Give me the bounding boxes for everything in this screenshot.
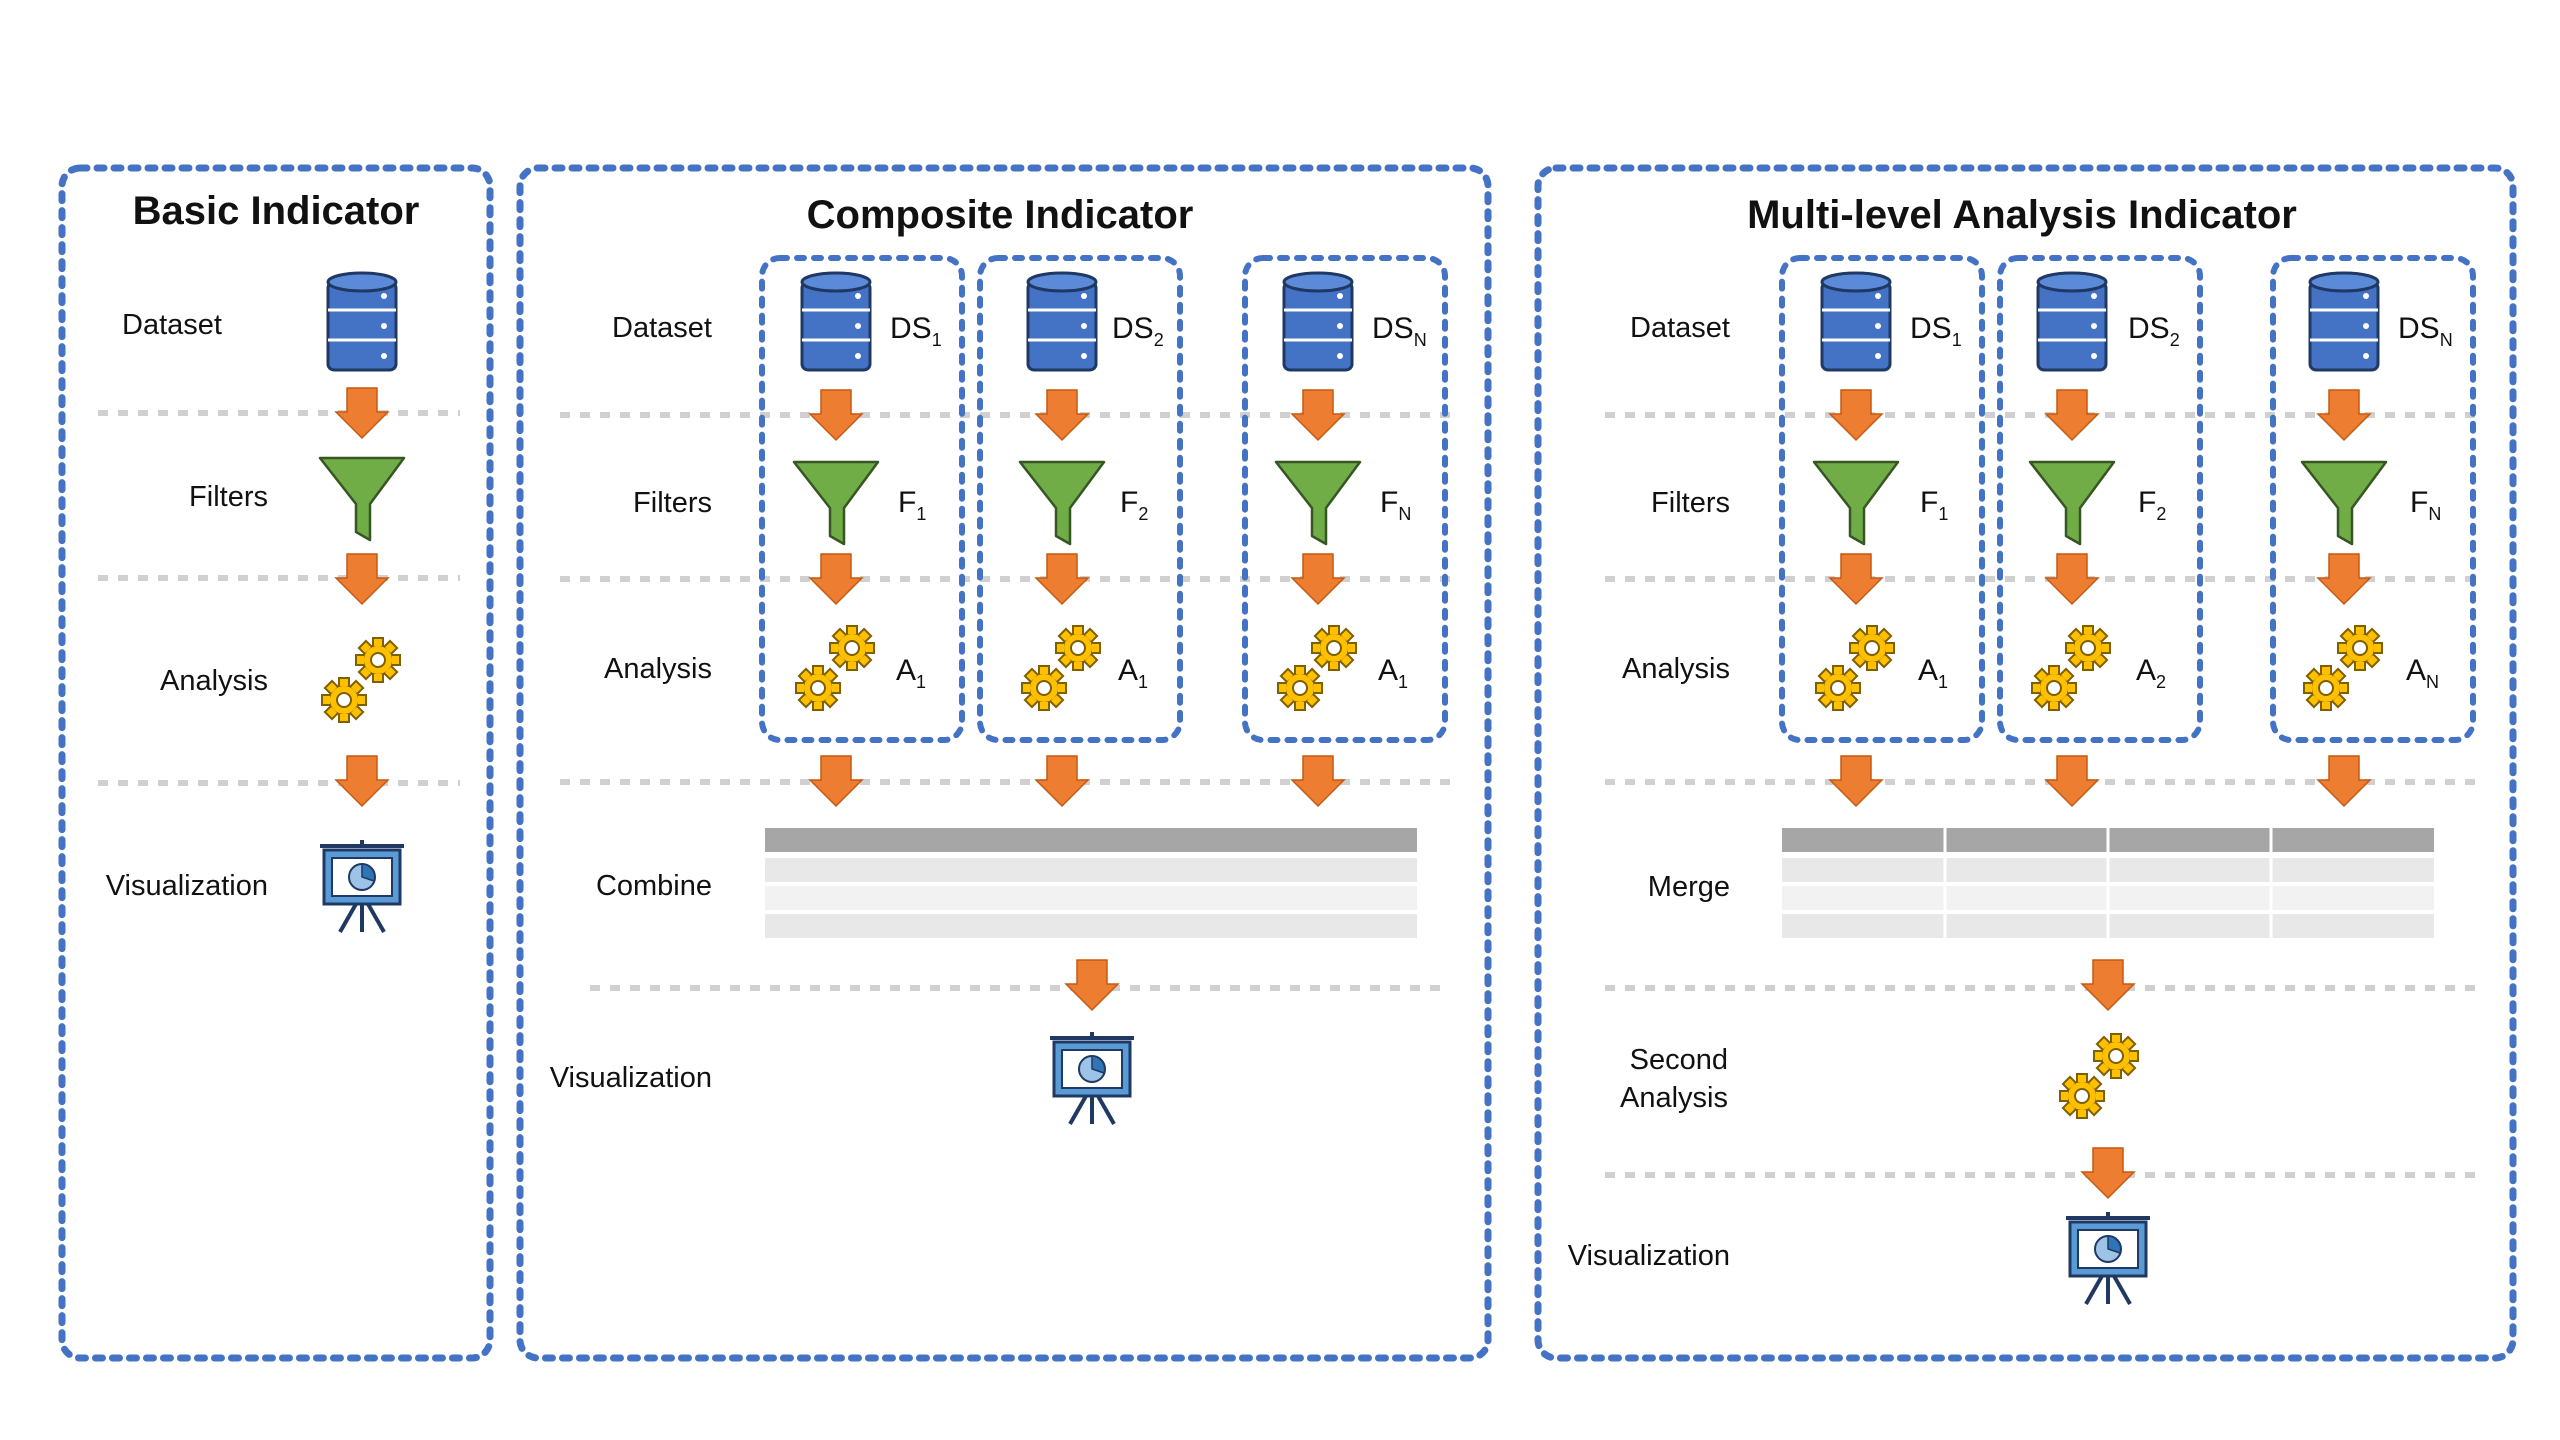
ds-label: DSN [2398, 312, 2453, 350]
dataset-label: Dataset [612, 312, 712, 344]
down-arrow-icon [1035, 389, 1089, 441]
filter-label: F1 [1920, 486, 1948, 524]
dataset-label: Dataset [122, 309, 222, 341]
down-arrow-icon [2317, 553, 2371, 605]
filter-label: F1 [898, 486, 926, 524]
filter-funnel-icon [2300, 460, 2388, 546]
database-icon [1026, 271, 1098, 372]
composite-column-n: DSN FN A1 [1274, 271, 1427, 807]
analysis-id-label: A1 [1118, 654, 1148, 692]
visualization-label: Visualization [1568, 1240, 1730, 1272]
visualization-label: Visualization [550, 1062, 712, 1094]
down-arrow-icon [1291, 389, 1345, 441]
gears-icon [1816, 626, 1894, 710]
down-arrow-icon [2317, 389, 2371, 441]
filter-funnel-icon [2028, 460, 2116, 546]
down-arrow-icon [1065, 959, 1119, 1011]
filter-funnel-icon [1274, 460, 1362, 546]
analysis-id-label: A2 [2136, 654, 2166, 692]
filters-label: Filters [1651, 487, 1730, 519]
ds-label: DSN [1372, 312, 1427, 350]
down-arrow-icon [2045, 389, 2099, 441]
down-arrow-icon [2317, 755, 2371, 807]
gears-icon [2304, 626, 2382, 710]
gears-icon [2032, 626, 2110, 710]
down-arrow-icon [809, 553, 863, 605]
combine-label: Combine [596, 870, 712, 902]
gears-icon [1278, 626, 1356, 710]
analysis-id-label: AN [2406, 654, 2439, 692]
down-arrow-icon [809, 755, 863, 807]
basic-indicator-panel: Basic Indicator Dataset Filters Analysis… [58, 164, 494, 1362]
gears-icon [322, 638, 400, 722]
multilevel-indicator-panel: Multi-level Analysis Indicator Dataset F… [1534, 164, 2517, 1362]
presentation-board-icon [318, 838, 406, 934]
visualization-label: Visualization [106, 870, 268, 902]
ds-label: DS2 [2128, 312, 2180, 350]
merge-label: Merge [1648, 871, 1730, 903]
filters-label: Filters [189, 481, 268, 513]
down-arrow-icon [1829, 389, 1883, 441]
down-arrow-icon [2045, 553, 2099, 605]
down-arrow-icon [1291, 755, 1345, 807]
composite-column-2: DS2 F2 A1 [1018, 271, 1164, 807]
database-icon [326, 271, 398, 372]
filter-funnel-icon [1812, 460, 1900, 546]
filter-funnel-icon [318, 456, 406, 542]
database-icon [2308, 271, 2380, 372]
dataset-label: Dataset [1630, 312, 1730, 344]
filter-label: F2 [1120, 486, 1148, 524]
composite-title: Composite Indicator [807, 193, 1194, 237]
composite-indicator-panel: Composite Indicator Dataset Filters Anal… [516, 164, 1492, 1362]
multilevel-column-n: DSN FN AN [2300, 271, 2453, 807]
presentation-board-icon [1048, 1030, 1136, 1126]
composite-column-1: DS1 F1 A1 [792, 271, 942, 807]
gears-icon [2060, 1034, 2138, 1118]
down-arrow-icon [1291, 553, 1345, 605]
analysis-label: Analysis [160, 665, 268, 697]
down-arrow-icon [1035, 755, 1089, 807]
second-analysis-label-line2: Analysis [1620, 1082, 1728, 1114]
merged-table [1782, 828, 2434, 938]
basic-title: Basic Indicator [133, 189, 420, 233]
database-icon [2036, 271, 2108, 372]
down-arrow-icon [2045, 755, 2099, 807]
gears-icon [796, 626, 874, 710]
analysis-id-label: A1 [896, 654, 926, 692]
down-arrow-icon [809, 389, 863, 441]
ds-label: DS1 [890, 312, 942, 350]
filter-funnel-icon [1018, 460, 1106, 546]
down-arrow-icon [335, 755, 389, 807]
separators [98, 410, 460, 786]
database-icon [800, 271, 872, 372]
filter-label: FN [1380, 486, 1411, 524]
second-analysis-label-line1: Second [1630, 1044, 1728, 1076]
analysis-id-label: A1 [1378, 654, 1408, 692]
analysis-id-label: A1 [1918, 654, 1948, 692]
gears-icon [1022, 626, 1100, 710]
filter-funnel-icon [792, 460, 880, 546]
ds-label: DS2 [1112, 312, 1164, 350]
presentation-board-icon [2064, 1210, 2152, 1306]
database-icon [1820, 271, 1892, 372]
filters-label: Filters [633, 487, 712, 519]
multilevel-column-1: DS1 F1 A1 [1812, 271, 1962, 807]
analysis-label: Analysis [1622, 653, 1730, 685]
multilevel-title: Multi-level Analysis Indicator [1747, 193, 2297, 237]
down-arrow-icon [1829, 755, 1883, 807]
down-arrow-icon [335, 553, 389, 605]
analysis-label: Analysis [604, 653, 712, 685]
down-arrow-icon [1035, 553, 1089, 605]
filter-label: F2 [2138, 486, 2166, 524]
down-arrow-icon [2081, 1147, 2135, 1199]
ds-label: DS1 [1910, 312, 1962, 350]
down-arrow-icon [335, 387, 389, 439]
filter-label: FN [2410, 486, 2441, 524]
combined-table [765, 828, 1417, 938]
down-arrow-icon [1829, 553, 1883, 605]
database-icon [1282, 271, 1354, 372]
multilevel-column-2: DS2 F2 A2 [2028, 271, 2180, 807]
down-arrow-icon [2081, 959, 2135, 1011]
